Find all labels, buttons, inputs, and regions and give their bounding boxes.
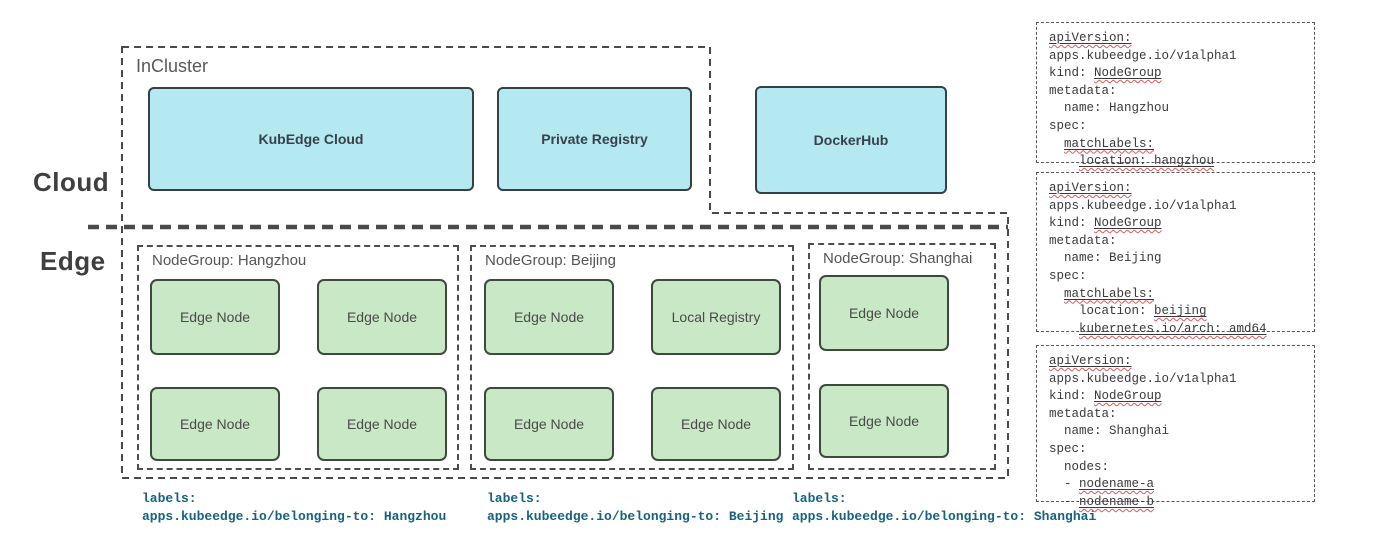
local-registry-label: Local Registry — [671, 309, 761, 325]
dockerhub-label: DockerHub — [813, 132, 889, 148]
labels-keyword: labels: — [487, 491, 542, 506]
yaml-line: name: Beijing — [1049, 251, 1162, 266]
yaml-line: name: Shanghai — [1049, 424, 1170, 439]
edge-node-label: Edge Node — [346, 416, 418, 432]
belonging-to-hangzhou: apps.kubeedge.io/belonging-to: Hangzhou — [142, 509, 447, 524]
nodegroup-beijing: NodeGroup: Beijing Edge Node Local Regis… — [470, 245, 794, 470]
yaml-line: kind: NodeGroup — [1049, 66, 1162, 81]
belonging-to-beijing: apps.kubeedge.io/belonging-to: Beijing — [487, 509, 784, 524]
yaml-line: - nodename-b — [1049, 494, 1155, 509]
yaml-line: metadata: — [1049, 233, 1117, 248]
yaml-line: apps.kubeedge.io/v1alpha1 — [1049, 48, 1237, 63]
edge-section-label: Edge — [40, 246, 106, 276]
yaml-line: - nodename-a — [1049, 477, 1155, 492]
nodegroup-shanghai: NodeGroup: Shanghai Edge Node Edge Node — [808, 243, 996, 470]
yaml-line: location: hangzhou — [1079, 154, 1215, 169]
private-registry-box: Private Registry — [497, 87, 692, 191]
yaml-line: kind: NodeGroup — [1049, 216, 1162, 231]
edge-node-box: Edge Node — [150, 279, 280, 355]
yaml-line: metadata: — [1049, 406, 1117, 421]
shanghai-belonging-label: labels: apps.kubeedge.io/belonging-to: S… — [792, 490, 1096, 526]
yaml-line: apiVersion: — [1049, 181, 1132, 195]
yaml-line: nodes: — [1049, 459, 1110, 474]
yaml-line: location: beijing — [1049, 304, 1207, 319]
nodegroup-shanghai-title: NodeGroup: Shanghai — [823, 250, 973, 267]
nodegroup-beijing-title: NodeGroup: Beijing — [485, 252, 616, 269]
edge-node-label: Edge Node — [513, 416, 585, 432]
labels-keyword: labels: — [792, 491, 847, 506]
edge-node-label: Edge Node — [179, 309, 251, 325]
edge-node-box: Edge Node — [317, 387, 447, 461]
edge-node-label: Edge Node — [513, 309, 585, 325]
yaml-line: spec: — [1049, 118, 1087, 133]
edge-node-box: Edge Node — [651, 387, 781, 461]
dockerhub-box: DockerHub — [755, 86, 947, 194]
belonging-to-shanghai: apps.kubeedge.io/belonging-to: Shanghai — [792, 509, 1097, 524]
labels-keyword: labels: — [142, 491, 197, 506]
edge-node-box: Edge Node — [484, 279, 614, 355]
beijing-belonging-label: labels: apps.kubeedge.io/belonging-to: B… — [487, 490, 783, 526]
edge-node-box: Edge Node — [819, 275, 949, 351]
yaml-line: apiVersion: — [1049, 31, 1132, 45]
edge-node-label: Edge Node — [680, 416, 752, 432]
kubedge-cloud-label: KubEdge Cloud — [258, 131, 364, 147]
edge-node-box: Edge Node — [819, 384, 949, 458]
kubedge-cloud-box: KubEdge Cloud — [148, 87, 474, 191]
edge-node-label: Edge Node — [848, 413, 920, 429]
nodegroup-hangzhou-title: NodeGroup: Hangzhou — [152, 252, 307, 269]
yaml-nodegroup-beijing: apiVersion: apps.kubeedge.io/v1alpha1 kind… — [1036, 172, 1315, 336]
cluster-boundary-outline — [121, 46, 1009, 479]
edge-node-box: Edge Node — [150, 387, 280, 461]
yaml-line: spec: — [1049, 441, 1087, 456]
incluster-label: InCluster — [136, 56, 209, 76]
yaml-line: kind: NodeGroup — [1049, 389, 1162, 404]
nodegroup-hangzhou: NodeGroup: Hangzhou Edge Node Edge Node … — [137, 245, 459, 470]
yaml-line: name: Hangzhou — [1049, 101, 1170, 116]
yaml-line: matchLabels: — [1064, 286, 1155, 301]
private-registry-label: Private Registry — [541, 131, 648, 147]
yaml-nodegroup-hangzhou: apiVersion: apps.kubeedge.io/v1alpha1 kind… — [1036, 22, 1315, 168]
edge-node-label: Edge Node — [848, 305, 920, 321]
hangzhou-belonging-label: labels: apps.kubeedge.io/belonging-to: H… — [142, 490, 446, 526]
yaml-line: apps.kubeedge.io/v1alpha1 — [1049, 198, 1237, 213]
yaml-line: spec: — [1049, 268, 1087, 283]
yaml-line: matchLabels: — [1064, 136, 1155, 151]
yaml-nodegroup-shanghai: apiVersion: apps.kubeedge.io/v1alpha1 kind… — [1036, 345, 1315, 509]
edge-node-label: Edge Node — [179, 416, 251, 432]
edge-node-label: Edge Node — [346, 309, 418, 325]
local-registry-box: Local Registry — [651, 279, 781, 355]
edge-node-box: Edge Node — [317, 279, 447, 355]
yaml-line: metadata: — [1049, 83, 1117, 98]
yaml-line: apiVersion: — [1049, 354, 1132, 368]
cloud-section-label: Cloud — [33, 167, 110, 197]
edge-node-box: Edge Node — [484, 387, 614, 461]
yaml-line: kubernetes.io/arch: amd64 — [1079, 321, 1267, 336]
yaml-line: apps.kubeedge.io/v1alpha1 — [1049, 371, 1237, 386]
